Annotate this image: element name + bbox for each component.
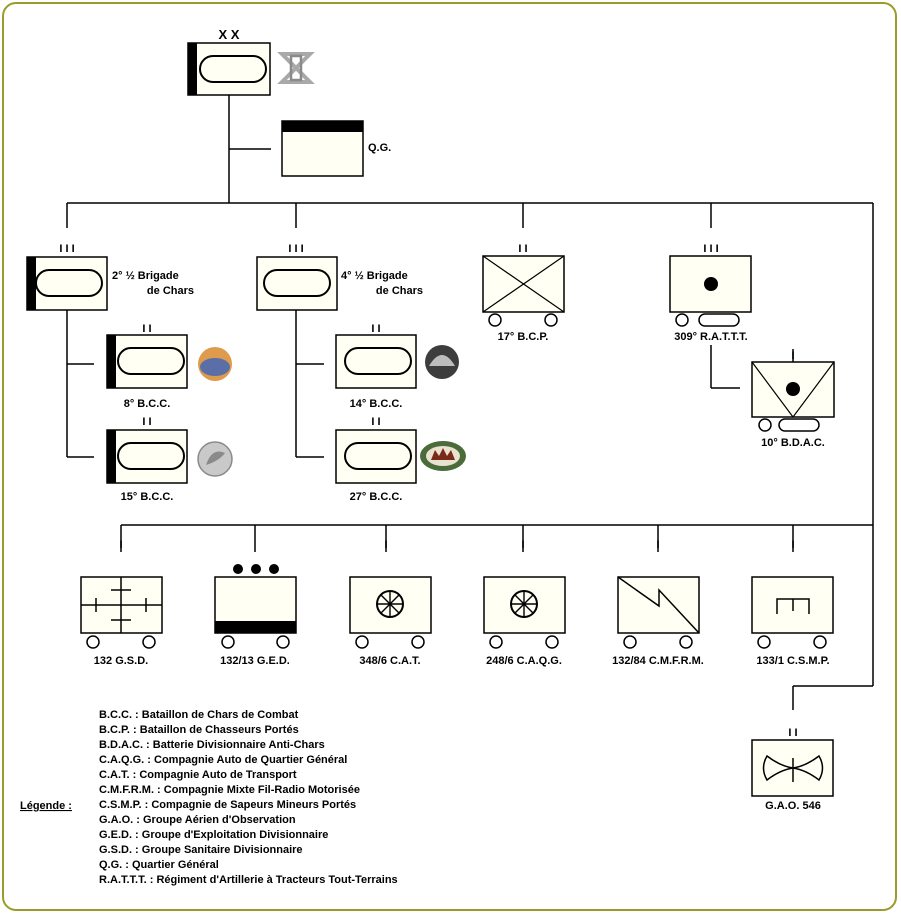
battalion-unit: I I 27° B.C.C. xyxy=(335,416,466,503)
battalion-unit: I I 8° B.C.C. xyxy=(106,323,232,410)
cross-icon xyxy=(482,255,565,313)
insignia-badge-icon xyxy=(420,441,466,471)
support-unit-label: 132/84 C.M.F.R.M. xyxy=(612,655,704,667)
support-unit: 248/6 C.A.Q.G. xyxy=(483,576,566,667)
support-unit: 132 G.S.D. xyxy=(80,576,163,667)
battalion-echelon: I I xyxy=(371,416,380,428)
brigade-unit: I I I 2° ½ Brigade de Chars xyxy=(26,243,194,311)
legend-entry: B.D.A.C. : Batterie Divisionnaire Anti-C… xyxy=(99,739,325,751)
support-unit: 133/1 C.S.M.P. xyxy=(751,576,834,667)
division-unit: X X xyxy=(187,27,315,96)
regiment-echelon-dots xyxy=(233,564,279,574)
brigade-label-2: de Chars xyxy=(376,285,423,297)
legend-entry: G.A.O. : Groupe Aérien d'Observation xyxy=(99,814,296,826)
legend: Légende : B.C.C. : Bataillon de Chars de… xyxy=(20,709,398,886)
support-echelon: I xyxy=(119,539,122,551)
support-unit-label: 348/6 C.A.T. xyxy=(359,655,420,667)
battalion-unit: I I 14° B.C.C. xyxy=(335,323,459,410)
legend-entry: G.S.D. : Groupe Sanitaire Divisionnaire xyxy=(99,844,303,856)
gao-label: G.A.O. 546 xyxy=(765,800,821,812)
bcp-echelon: I I xyxy=(518,243,527,255)
wheels-icon xyxy=(489,635,559,649)
wheels-icon xyxy=(758,418,820,432)
legend-entry: Q.G. : Quartier Général xyxy=(99,859,219,871)
wheels-icon xyxy=(757,635,827,649)
bcp-label: 17° B.C.P. xyxy=(498,331,549,343)
aerial-observation-unit: I I G.A.O. 546 xyxy=(751,727,834,812)
wheel-transport-icon xyxy=(376,590,404,618)
battalion-echelon: I I xyxy=(142,416,151,428)
support-unit-label: 132/13 G.E.D. xyxy=(220,655,290,667)
support-unit-label: 132 G.S.D. xyxy=(94,655,148,667)
support-echelons: I I I I I I xyxy=(119,350,794,551)
legend-entry: B.C.P. : Bataillon de Chasseurs Portés xyxy=(99,724,299,736)
rattt-label: 309° R.A.T.T.T. xyxy=(674,331,747,343)
support-unit: 132/84 C.M.F.R.M. xyxy=(612,576,704,667)
wheels-icon xyxy=(623,635,693,649)
legend-entry: C.A.T. : Compagnie Auto de Transport xyxy=(99,769,297,781)
insignia-badge-icon xyxy=(277,52,315,84)
wheels-icon xyxy=(86,635,156,649)
wheels-icon xyxy=(221,635,290,649)
brigade-unit: I I I 4° ½ Brigade de Chars xyxy=(256,243,423,311)
support-echelon: I xyxy=(791,539,794,551)
artillery-regiment-unit: I I I 309° R.A.T.T.T. xyxy=(669,243,752,343)
dot-icon xyxy=(704,277,718,291)
battalion-echelon: I I xyxy=(142,323,151,335)
legend-entry: B.C.C. : Bataillon de Chars de Combat xyxy=(99,709,299,721)
gao-echelon: I I xyxy=(788,727,797,739)
dot-icon xyxy=(786,382,800,396)
battalion-label: 14° B.C.C. xyxy=(350,398,403,410)
bdac-label: 10° B.D.A.C. xyxy=(761,437,825,449)
legend-entry: G.E.D. : Groupe d'Exploitation Divisionn… xyxy=(99,829,328,841)
insignia-badge-icon xyxy=(425,345,459,379)
support-echelon: I xyxy=(384,539,387,551)
support-echelon: I xyxy=(521,539,524,551)
brigade-label-2: de Chars xyxy=(147,285,194,297)
rattt-echelon: I I I xyxy=(703,243,718,255)
battalion-label: 15° B.C.C. xyxy=(121,491,174,503)
signal-bolt-icon xyxy=(617,576,700,634)
brigade-label-1: 2° ½ Brigade xyxy=(112,270,179,282)
bcp-unit: I I 17° B.C.P. xyxy=(482,243,565,343)
antitank-battery-unit: 10° B.D.A.C. xyxy=(751,361,835,449)
battalion-label: 27° B.C.C. xyxy=(350,491,403,503)
battalion-unit: I I 15° B.C.C. xyxy=(106,416,233,503)
wheels-icon xyxy=(675,313,740,327)
legend-heading: Légende : xyxy=(20,800,72,812)
battalion-label: 8° B.C.C. xyxy=(124,398,171,410)
hq-label: Q.G. xyxy=(368,142,391,154)
brigade-echelon: I I I xyxy=(288,243,303,255)
brigade-echelon: I I I xyxy=(59,243,74,255)
legend-entry: R.A.T.T.T. : Régiment d'Artillerie à Tra… xyxy=(99,874,398,886)
legend-entry: C.S.M.P. : Compagnie de Sapeurs Mineurs … xyxy=(99,799,356,811)
insignia-badge-icon xyxy=(198,347,232,381)
bdac-echelon: I xyxy=(791,350,794,362)
insignia-badge-icon xyxy=(197,441,233,477)
wheels-icon xyxy=(488,313,558,327)
connector-lines xyxy=(66,95,874,710)
medical-cross-icon xyxy=(81,577,162,633)
hq-unit: Q.G. xyxy=(281,120,391,177)
legend-entry: C.M.F.R.M. : Compagnie Mixte Fil-Radio M… xyxy=(99,784,360,796)
battalion-echelon: I I xyxy=(371,323,380,335)
wheel-transport-icon xyxy=(510,590,538,618)
propeller-icon xyxy=(762,754,824,782)
division-echelon: X X xyxy=(219,27,240,42)
legend-entry: C.A.Q.G. : Compagnie Auto de Quartier Gé… xyxy=(99,754,347,766)
support-unit: 132/13 G.E.D. xyxy=(214,564,297,667)
brigade-label-1: 4° ½ Brigade xyxy=(341,270,408,282)
support-unit-label: 133/1 C.S.M.P. xyxy=(756,655,829,667)
support-echelon: I xyxy=(656,539,659,551)
support-unit-label: 248/6 C.A.Q.G. xyxy=(486,655,562,667)
support-unit: 348/6 C.A.T. xyxy=(349,576,432,667)
engineer-icon xyxy=(776,598,810,614)
wheels-icon xyxy=(355,635,425,649)
